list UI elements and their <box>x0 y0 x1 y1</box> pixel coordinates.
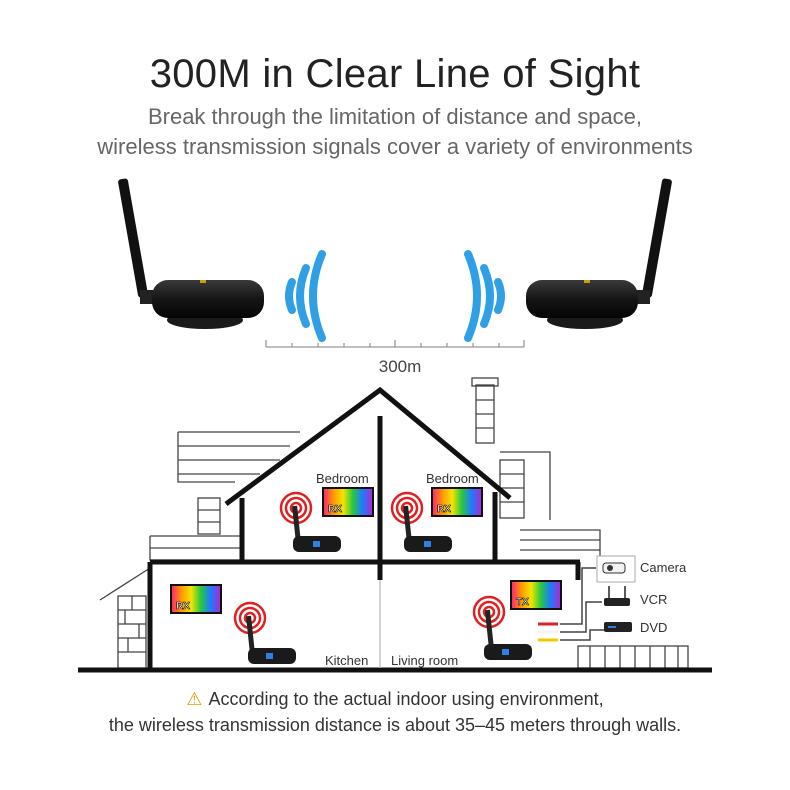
room-label-bedroom-right: Bedroom <box>426 471 479 486</box>
kitchen-screen <box>170 584 222 614</box>
receiver-bedroom-right <box>390 491 452 552</box>
av-cables <box>538 567 604 642</box>
left-antenna <box>118 178 148 298</box>
transmitter-living-room <box>472 595 532 660</box>
distance-ruler <box>265 340 525 348</box>
receiver-kitchen <box>233 601 296 664</box>
living-room-screen <box>510 580 562 610</box>
bedroom-right-screen <box>431 487 483 517</box>
screen-rx-label-1: RX <box>328 504 342 515</box>
right-transmitter-device <box>526 178 672 329</box>
left-device-body <box>152 280 264 318</box>
device-label-camera: Camera <box>640 560 687 575</box>
camera-device <box>602 562 626 574</box>
screen-rx-label-2: RX <box>437 504 451 515</box>
device-label-vcr: VCR <box>640 592 668 607</box>
vcr-device <box>604 586 630 606</box>
left-transmitter-device <box>118 178 264 329</box>
subtitle-line-2: wireless transmission signals cover a va… <box>97 134 693 159</box>
page-title: 300M in Clear Line of Sight <box>149 52 641 96</box>
room-label-living-room: Living room <box>391 653 459 668</box>
screen-rx-label-3: RX <box>176 601 190 612</box>
right-device-body <box>526 280 638 318</box>
house-outline <box>99 377 689 669</box>
right-antenna <box>642 178 672 298</box>
room-label-kitchen: Kitchen <box>325 653 369 668</box>
receiver-bedroom-left <box>279 491 341 552</box>
subtitle-line-1: Break through the limitation of distance… <box>147 104 643 129</box>
footer-line-1-text: According to the actual indoor using env… <box>208 689 604 709</box>
screen-tx-label: TX <box>516 597 529 608</box>
house-roof <box>78 386 712 673</box>
left-signal-waves <box>285 250 326 342</box>
footer-note-line-1: ⚠According to the actual indoor using en… <box>0 689 790 710</box>
warning-icon: ⚠ <box>186 689 203 709</box>
room-label-bedroom-left: Bedroom <box>316 471 369 486</box>
right-signal-waves <box>464 250 505 342</box>
dvd-device <box>604 622 632 632</box>
device-label-dvd: DVD <box>640 620 668 635</box>
bedroom-left-screen <box>322 487 374 517</box>
distance-label: 300m <box>378 357 422 376</box>
footer-note-line-2: the wireless transmission distance is ab… <box>108 715 682 735</box>
